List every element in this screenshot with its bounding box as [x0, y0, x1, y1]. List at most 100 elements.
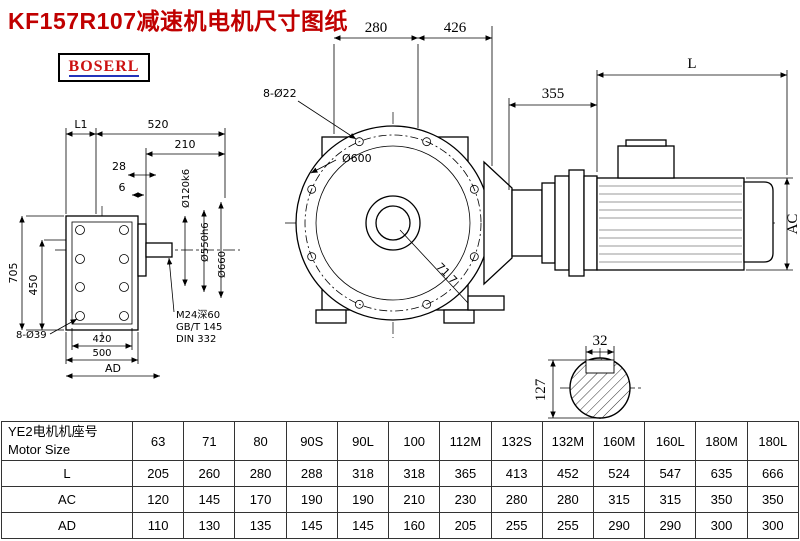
- adapter-ring-2: [541, 182, 556, 264]
- dim-210-label: 210: [175, 138, 196, 151]
- flange-od-label: Ø660: [216, 251, 228, 278]
- shaft-end-note-3: DIN 332: [176, 334, 216, 345]
- motor-side-view: 355 L AC: [483, 56, 800, 286]
- motor-size-header: 90S: [285, 421, 338, 461]
- dim-cell: 365: [439, 460, 492, 487]
- dim-cell: 280: [541, 486, 594, 513]
- motor-size-header: 63: [131, 421, 185, 461]
- dim-cell: 205: [439, 512, 492, 539]
- dim-cell: 315: [644, 486, 697, 513]
- dim-AC-label: AC: [785, 214, 800, 235]
- brand-logo: BOSERL: [58, 53, 150, 82]
- dim-cell: 145: [285, 512, 338, 539]
- motor-size-header: 100: [388, 421, 441, 461]
- dim-cell: 350: [746, 486, 800, 513]
- row-label: AD: [1, 512, 133, 539]
- dim-cell: 290: [644, 512, 697, 539]
- motor-size-header: 132M: [541, 421, 594, 461]
- dim-cell: 452: [541, 460, 594, 487]
- dim-cell: 290: [592, 512, 646, 539]
- fan-cowl: [743, 181, 774, 263]
- dim-500-label: 500: [92, 348, 111, 359]
- side-holes-label: 8-Ø39: [16, 329, 47, 341]
- motor-size-header: 112M: [439, 421, 492, 461]
- bolt-face-plate: [71, 221, 133, 325]
- dim-426-label: 426: [444, 20, 467, 36]
- motor-size-header: 132S: [490, 421, 543, 461]
- dim-cell: 130: [183, 512, 236, 539]
- spigot-diameter-label: Ø550h6: [199, 222, 211, 262]
- dim-cell: 288: [285, 460, 338, 487]
- adapter-ring-1: [511, 189, 543, 257]
- shaft-diameter-label: Ø120k6: [180, 169, 192, 208]
- dim-cell: 413: [490, 460, 543, 487]
- dim-cell: 315: [592, 486, 646, 513]
- flange-holes-label: 8-Ø22: [263, 87, 297, 100]
- dim-520-label: 520: [148, 118, 169, 131]
- dim-cell: 547: [644, 460, 697, 487]
- dim-280-label: 280: [365, 20, 388, 36]
- terminal-box: [617, 145, 675, 179]
- page-title: KF157R107减速机电机尺寸图纸: [8, 8, 349, 34]
- dim-355-label: 355: [542, 86, 565, 102]
- table-header-row: YE2电机机座号 Motor Size 63 71 80 90S 90L 100…: [1, 421, 800, 461]
- bell-housing: [483, 160, 513, 286]
- header-label-en: Motor Size: [8, 442, 71, 457]
- dim-cell: 666: [746, 460, 800, 487]
- brand-text: BOSERL: [68, 57, 140, 77]
- dim-cell: 350: [695, 486, 748, 513]
- technical-drawing: 280 426 8-Ø22 Ø600 71.7: [7, 20, 800, 419]
- dim-cell: 260: [183, 460, 236, 487]
- dim-cell: 635: [695, 460, 748, 487]
- mounting-foot-left: [315, 309, 347, 324]
- dim-cell: 205: [131, 460, 185, 487]
- dim-cell: 120: [131, 486, 185, 513]
- dim-6-label: 6: [119, 181, 126, 194]
- dim-420-label: 420: [92, 334, 111, 345]
- table-row-L: L 205 260 280 288 318 318 365 413 452 52…: [1, 460, 800, 487]
- keyway: [585, 359, 615, 374]
- dim-cell: 190: [285, 486, 338, 513]
- front-view-dimension-lines: [297, 26, 493, 304]
- header-label-cn: YE2电机机座号: [8, 424, 98, 440]
- dim-cell: 300: [695, 512, 748, 539]
- dim-127-label: 127: [533, 378, 549, 401]
- motor-dimension-lines: [508, 70, 793, 271]
- row-label: L: [1, 460, 133, 487]
- mounting-foot-right: [443, 309, 475, 324]
- adapter-ring-3: [554, 175, 570, 271]
- flange-diameter-label: Ø600: [342, 152, 372, 165]
- motor-size-header: 160M: [592, 421, 646, 461]
- dim-450-label: 450: [27, 275, 40, 296]
- terminal-box-lid: [625, 139, 667, 147]
- motor-dimension-table: YE2电机机座号 Motor Size 63 71 80 90S 90L 100…: [1, 421, 800, 539]
- table-row-AC: AC 120 145 170 190 190 210 230 280 280 3…: [1, 486, 800, 513]
- dim-L-label: L: [687, 56, 696, 72]
- dim-cell: 190: [336, 486, 390, 513]
- side-view-dimension-lines: [19, 128, 226, 379]
- dim-cell: 170: [234, 486, 287, 513]
- dim-cell: 318: [388, 460, 441, 487]
- motor-size-header: 180M: [695, 421, 748, 461]
- shaft-end-note-1: M24深60: [176, 309, 220, 321]
- dim-32-label: 32: [593, 333, 608, 349]
- dim-cell: 318: [336, 460, 390, 487]
- shaft-section-view: 32 127: [533, 333, 631, 419]
- dim-cell: 300: [746, 512, 800, 539]
- output-flange-disc: [137, 223, 147, 277]
- dim-cell: 210: [388, 486, 441, 513]
- motor-endshield: [583, 175, 598, 271]
- bolt-circle: [304, 134, 482, 312]
- dim-705-label: 705: [7, 263, 20, 284]
- dim-cell: 524: [592, 460, 646, 487]
- shaft-section-dimension-lines: [548, 346, 615, 419]
- gearbox-body: [65, 215, 139, 331]
- output-shaft: [145, 242, 173, 258]
- dim-cell: 135: [234, 512, 287, 539]
- dim-cell: 110: [131, 512, 185, 539]
- dim-AD-label: AD: [105, 362, 121, 375]
- dim-cell: 255: [490, 512, 543, 539]
- motor-body: [596, 177, 745, 271]
- motor-cooling-fins: [599, 185, 742, 263]
